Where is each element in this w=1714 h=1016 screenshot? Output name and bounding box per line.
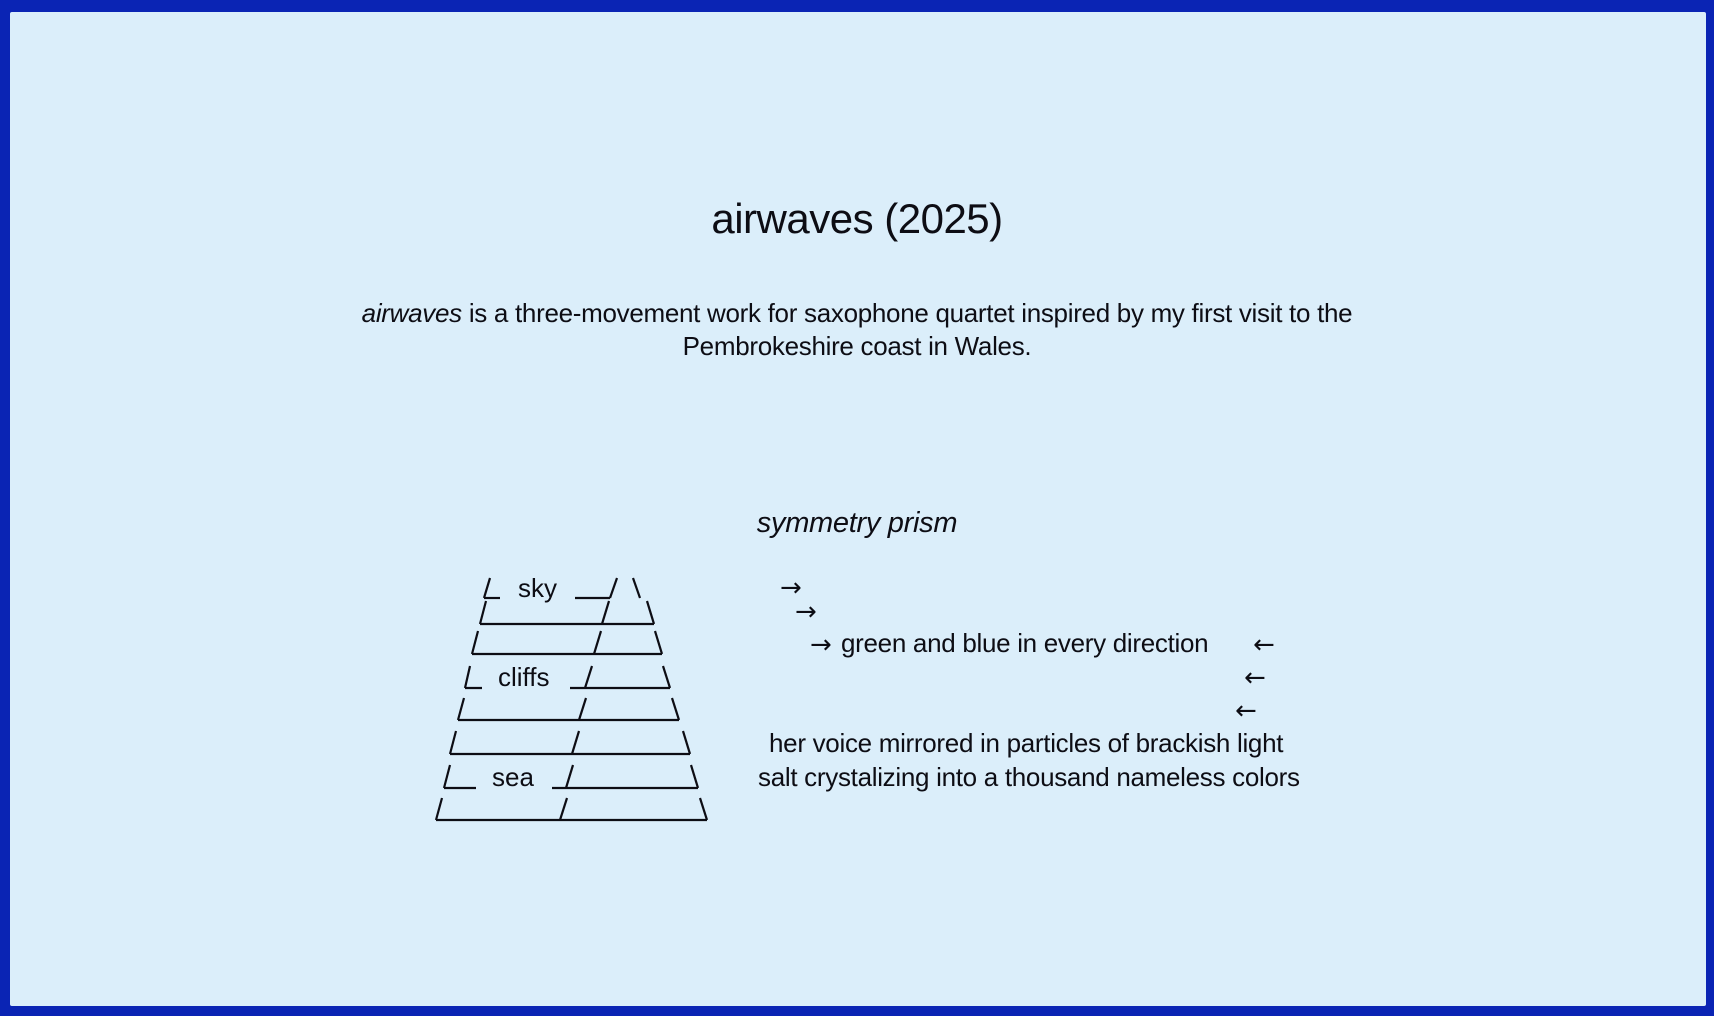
- prism-left-edge-7: [442, 764, 452, 789]
- prism-label-sky: sky: [518, 573, 557, 603]
- poem-line-voice: her voice mirrored in particles of brack…: [769, 728, 1284, 758]
- prism-inner-diagonal-3: [592, 630, 603, 655]
- prism-right-edge-2: [645, 600, 656, 625]
- description-line1: is a three-movement work for saxophone q…: [468, 298, 1353, 328]
- arrow-left-icon: ←: [1244, 663, 1266, 693]
- page-title: airwaves (2025): [711, 195, 1003, 242]
- prism-left-edge-8: [434, 797, 444, 821]
- prism-right-edge-1: [631, 577, 642, 599]
- prism-inner-diagonal-4: [583, 665, 594, 689]
- description-line2: Pembrokeshire coast in Wales.: [682, 331, 1032, 361]
- work-description: airwaves is a three-movement work for sa…: [0, 297, 1714, 363]
- poem-line-salt: salt crystalizing into a thousand namele…: [758, 762, 1300, 792]
- arrow-right-icon: →: [780, 573, 802, 603]
- arrow-left-icon: ←: [1253, 630, 1275, 660]
- prism-left-edge-3: [470, 630, 480, 655]
- prism-right-edge-8: [698, 797, 709, 821]
- arrow-right-icon: →: [810, 630, 832, 660]
- prism-inner-diagonal-6: [570, 730, 581, 755]
- prism-inner-diagonal-8: [558, 797, 569, 821]
- arrow-right-icon: →: [795, 597, 817, 627]
- prism-label-cliffs: cliffs: [498, 662, 550, 692]
- prism-left-edge-2: [478, 600, 488, 625]
- prism-inner-diagonal-5: [577, 697, 588, 721]
- prism-right-edge-6: [681, 730, 692, 755]
- prism-left-edge-4: [463, 665, 472, 689]
- prism-right-edge-4: [661, 665, 672, 689]
- poem-title: symmetry prism: [756, 507, 958, 539]
- poem-line-direction: green and blue in every direction: [841, 628, 1209, 658]
- prism-left-edge-1: [482, 577, 492, 599]
- prism-left-edge-6: [448, 730, 458, 755]
- page-card: [10, 12, 1706, 1006]
- prism-left-edge-5: [456, 697, 466, 721]
- arrow-left-icon: ←: [1235, 696, 1257, 726]
- prism-right-edge-3: [653, 630, 664, 655]
- prism-inner-diagonal-1: [608, 577, 619, 599]
- prism-right-edge-7: [689, 764, 700, 789]
- prism-right-edge-5: [670, 697, 681, 721]
- prism-inner-diagonal-7: [564, 764, 575, 789]
- description-italic-title: airwaves: [361, 298, 463, 328]
- prism-inner-diagonal-2: [600, 600, 611, 625]
- prism-label-sea: sea: [492, 762, 534, 792]
